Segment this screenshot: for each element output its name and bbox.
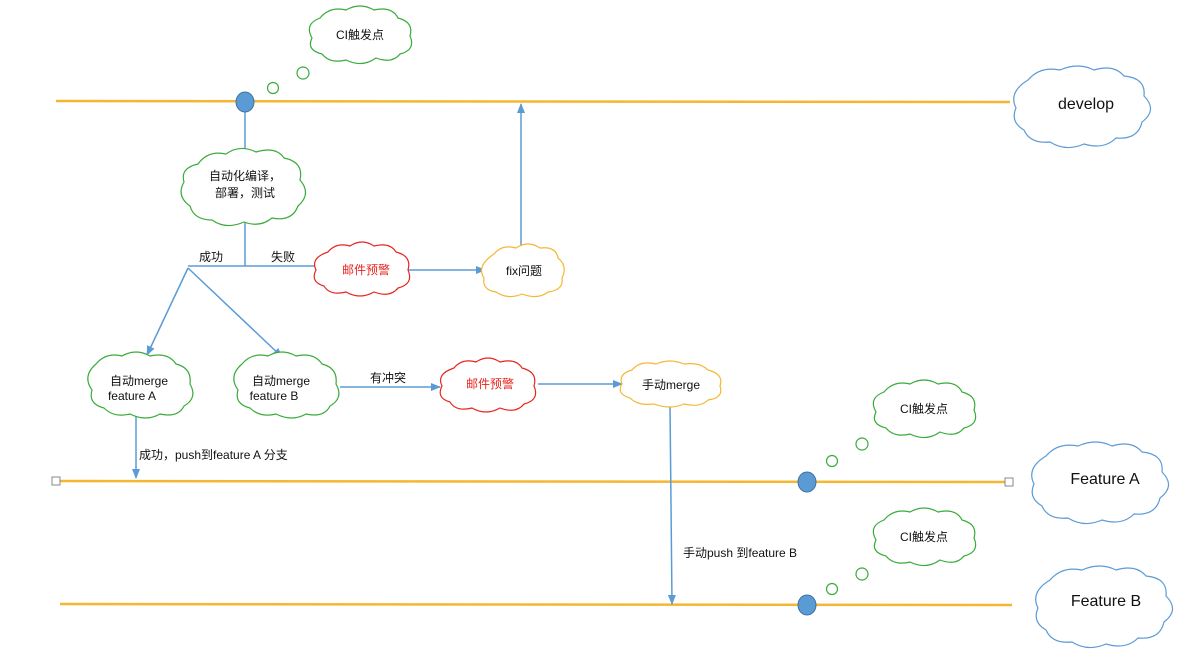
manual-merge-cloud xyxy=(619,360,722,408)
push-feature-a-label: 成功，push到feature A 分支 xyxy=(139,448,288,462)
ci-trigger-label-feature-b: CI触发点 xyxy=(899,530,948,544)
ci-trigger-cloud-feature-b xyxy=(825,507,977,596)
manual-merge-label: 手动merge xyxy=(641,378,700,392)
feature-b-commit-dot xyxy=(797,594,817,616)
develop-branch-line xyxy=(55,99,1011,104)
ci-trigger-label-feature-a: CI触发点 xyxy=(899,402,948,416)
success-to-merge-a-arrow xyxy=(146,267,189,356)
mail-alert-label-top: 邮件预警 xyxy=(341,263,390,277)
develop-commit-dot xyxy=(235,91,255,113)
feature-b-cloud xyxy=(1035,565,1174,649)
conflict-label: 有冲突 xyxy=(370,371,407,385)
auto-merge-a-label-line2: feature A xyxy=(107,389,157,403)
failure-label: 失败 xyxy=(271,250,296,264)
feature-a-commit-dot xyxy=(797,471,817,493)
auto-merge-b-label-line1: 自动merge xyxy=(251,374,310,388)
mail-alert-cloud-top xyxy=(313,241,411,297)
ci-trigger-cloud-feature-a xyxy=(825,379,977,468)
ci-trigger-cloud-develop xyxy=(266,5,413,95)
auto-build-label-line1: 自动化编译， xyxy=(208,169,281,183)
auto-merge-b-cloud xyxy=(233,351,340,419)
mail-alert-cloud-bottom xyxy=(439,357,537,413)
auto-build-label-line2: 部署，测试 xyxy=(214,186,275,200)
feature-a-cloud xyxy=(1031,441,1170,525)
feature-a-line-handle-left xyxy=(51,476,61,486)
auto-merge-b-label-line2: feature B xyxy=(249,389,299,403)
mail-alert-label-bottom: 邮件预警 xyxy=(465,377,514,391)
manual-merge-to-feature-b-arrow xyxy=(667,403,676,605)
auto-build-cloud xyxy=(180,147,307,227)
feature-a-branch-line xyxy=(55,479,1011,484)
manual-push-feature-b-label: 手动push 到feature B xyxy=(683,546,798,560)
fix-issue-cloud xyxy=(481,243,565,298)
auto-merge-a-label-line1: 自动merge xyxy=(109,374,168,388)
feature-b-branch-line xyxy=(59,602,1013,607)
develop-branch-label: develop xyxy=(1057,96,1115,113)
ci-trigger-label-develop: CI触发点 xyxy=(335,28,384,42)
fix-issue-label: fix问题 xyxy=(505,264,542,278)
feature-a-branch-label: Feature A xyxy=(1070,471,1140,488)
feature-a-line-handle-right xyxy=(1004,477,1014,487)
develop-cloud xyxy=(1013,65,1152,149)
success-to-merge-b-arrow xyxy=(187,267,283,358)
auto-merge-a-cloud xyxy=(87,351,194,419)
success-label: 成功 xyxy=(199,250,224,264)
feature-b-branch-label: Feature B xyxy=(1070,593,1142,610)
